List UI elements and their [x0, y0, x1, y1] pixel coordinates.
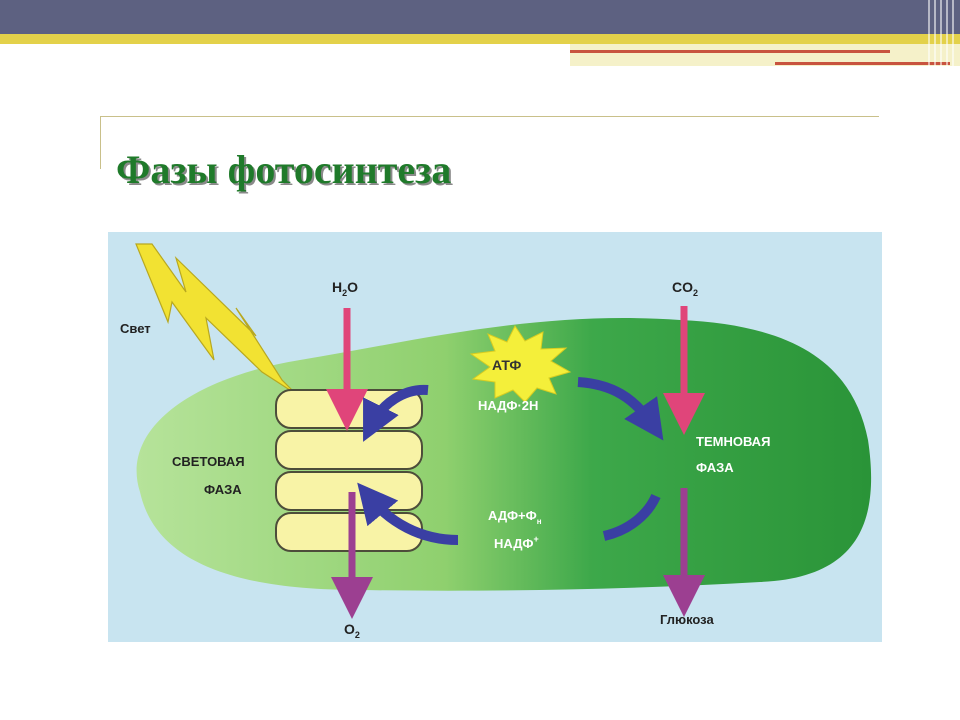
light-phase-label-line1: СВЕТОВАЯ [172, 454, 245, 469]
nadp-label: НАДФ+ [494, 534, 539, 551]
atp-label: АТФ [492, 357, 521, 373]
decor-strip [570, 44, 960, 66]
adp-label: АДФ+Фн [488, 508, 542, 526]
light-phase-label-line2: ФАЗА [204, 482, 242, 497]
co2-label: CO2 [672, 279, 698, 298]
dark-phase-label-line2: ФАЗА [696, 460, 734, 475]
decor-red-line-short [775, 62, 950, 65]
cycle-arrow-to-dark-phase [577, 377, 664, 441]
header-band [0, 0, 960, 34]
slide-title: Фазы фотосинтеза [116, 147, 452, 192]
dark-phase-label-line1: ТЕМНОВАЯ [696, 434, 770, 449]
light-label: Свет [120, 321, 151, 336]
accent-line [0, 34, 960, 44]
title-frame [100, 116, 879, 169]
thylakoid-disc [275, 430, 423, 470]
cycle-arrow-atp-to-thylakoid [363, 384, 429, 442]
atp-star-icon [469, 325, 572, 403]
oxygen-label: O2 [344, 621, 360, 640]
nadph-label: НАДФ·2Н [478, 398, 538, 413]
decor-red-line [570, 50, 890, 53]
water-label: H2O [332, 279, 358, 298]
cycle-arrow-to-light-phase [357, 482, 459, 545]
decor-corner-lines [928, 0, 954, 66]
glucose-label: Глюкоза [660, 612, 714, 627]
lightning-bolt-icon [135, 243, 297, 395]
cycle-arrow-from-dark-phase [602, 493, 661, 541]
